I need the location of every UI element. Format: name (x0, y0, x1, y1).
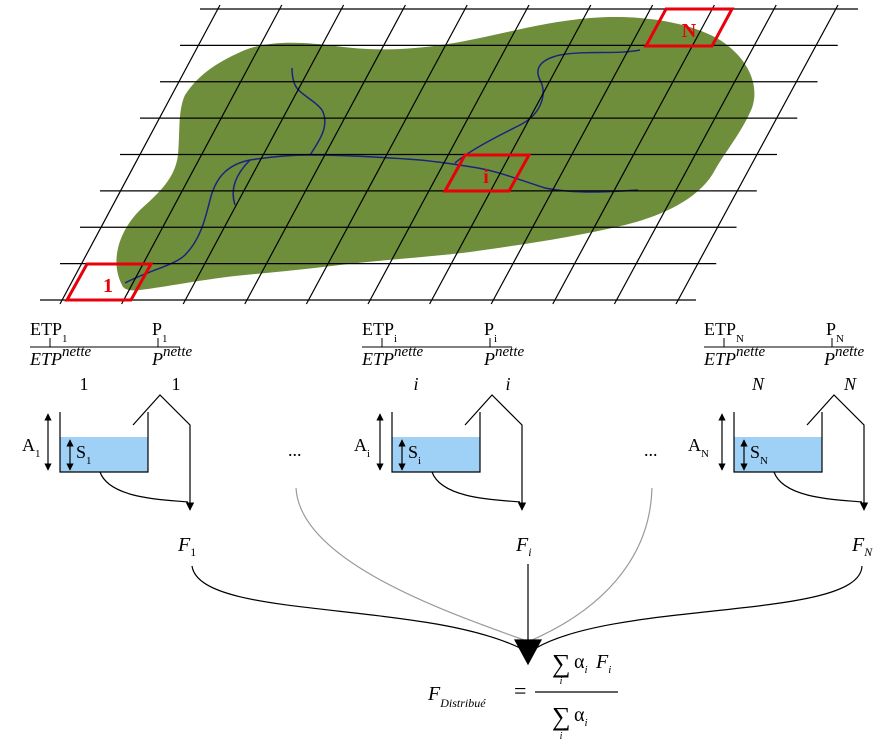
formula-lhs: FDistribué (427, 683, 486, 710)
cell-i-label: i (483, 166, 489, 188)
a-label: AN (688, 435, 709, 460)
tank-water (60, 437, 148, 472)
inflow-wedge (806, 394, 869, 511)
tank-water (734, 437, 822, 472)
numerator-alpha: αi (574, 651, 588, 676)
grid (40, 4, 858, 305)
grid-column-line (613, 4, 777, 305)
p-net-label: Pnette (823, 344, 864, 369)
inflow-wedge (132, 394, 195, 511)
s-label: SN (750, 442, 768, 467)
etp-label: ETPN (704, 319, 744, 345)
outflow-curve (99, 471, 189, 503)
ellipsis-right: ... (644, 440, 658, 460)
grid-column-line (121, 4, 283, 305)
etp-net-label: ETPnette (361, 344, 424, 369)
denominator-alpha: αi (574, 704, 588, 729)
river-branch-west (232, 159, 251, 206)
etp-net-index: i (413, 374, 418, 394)
p-label: PN (826, 319, 844, 345)
f-label: Fi (515, 534, 532, 559)
catchment-area (116, 16, 755, 291)
f-label: F1 (177, 534, 196, 559)
denominator-sum: ∑ (552, 702, 571, 731)
s-label: S1 (76, 442, 92, 467)
tank-outline (59, 412, 149, 473)
etp-net-index: N (751, 374, 765, 394)
grid-column-line (244, 4, 406, 305)
outflow-curve (431, 471, 521, 503)
cell-1-label: 1 (103, 275, 113, 297)
grid-column-line (490, 4, 654, 305)
flow-1-curve (191, 565, 521, 649)
grid-column-line (552, 4, 715, 305)
grid-column-line (305, 4, 468, 305)
p-net-index: N (843, 374, 857, 394)
cell-i-outline (442, 153, 532, 193)
grid-column-line (675, 4, 839, 305)
grid-column-line (59, 4, 221, 305)
outflow-curve (773, 471, 863, 503)
reservoir-model-i: ETPi Pi ETPnette Pnette i i Ai Si Fi (354, 319, 532, 559)
p-net-label: Pnette (151, 344, 192, 369)
etp-label: ETP1 (30, 319, 68, 345)
numerator-sum-index: i (560, 676, 563, 687)
etp-net-label: ETPnette (703, 344, 766, 369)
p-net-index: i (505, 374, 510, 394)
reservoir-model-1: ETP1 P1 ETPnette Pnette 1 1 A1 S1 F1 (22, 319, 196, 559)
formula-equals: = (514, 678, 526, 703)
distributed-flow-formula: FDistribué = ∑ i αi Fi ∑ i αi (427, 649, 618, 742)
p-net-index: 1 (172, 374, 181, 394)
reservoir-model-n: ETPN PN ETPnette Pnette N N AN SN FN (688, 319, 873, 559)
s-label: Si (408, 442, 421, 467)
grid-column-line (182, 4, 345, 305)
tank-outline (391, 412, 481, 473)
numerator-sum: ∑ (552, 649, 571, 678)
f-label: FN (851, 534, 873, 559)
inflow-wedge (464, 394, 527, 511)
denominator-sum-index: i (560, 731, 563, 742)
etp-net-index: 1 (80, 374, 89, 394)
convergence-arrowhead (513, 639, 543, 666)
etp-label: ETPi (362, 319, 397, 345)
p-label: P1 (152, 319, 168, 345)
a-label: A1 (22, 435, 41, 460)
numerator-f: Fi (595, 651, 611, 676)
a-label: Ai (354, 435, 370, 460)
flow-n-curve (535, 565, 863, 649)
tank-outline (733, 412, 823, 473)
cell-n-label: N (682, 20, 697, 42)
cell-n-outline (643, 7, 735, 48)
p-label: Pi (484, 319, 497, 345)
grid-column-line (367, 4, 530, 305)
etp-net-label: ETPnette (29, 344, 92, 369)
cell-1-outline (64, 262, 154, 302)
ellipsis-left: ... (288, 440, 302, 460)
gray-connectors (295, 487, 653, 641)
gray-connector-left (295, 487, 525, 641)
river-branch-north (291, 67, 326, 156)
p-net-label: Pnette (483, 344, 524, 369)
converging-flows (191, 564, 863, 666)
gray-connector-right (531, 487, 653, 641)
highlighted-cells: 1 i N (64, 7, 735, 302)
tank-water (392, 437, 480, 472)
river-branch-east (454, 49, 641, 164)
